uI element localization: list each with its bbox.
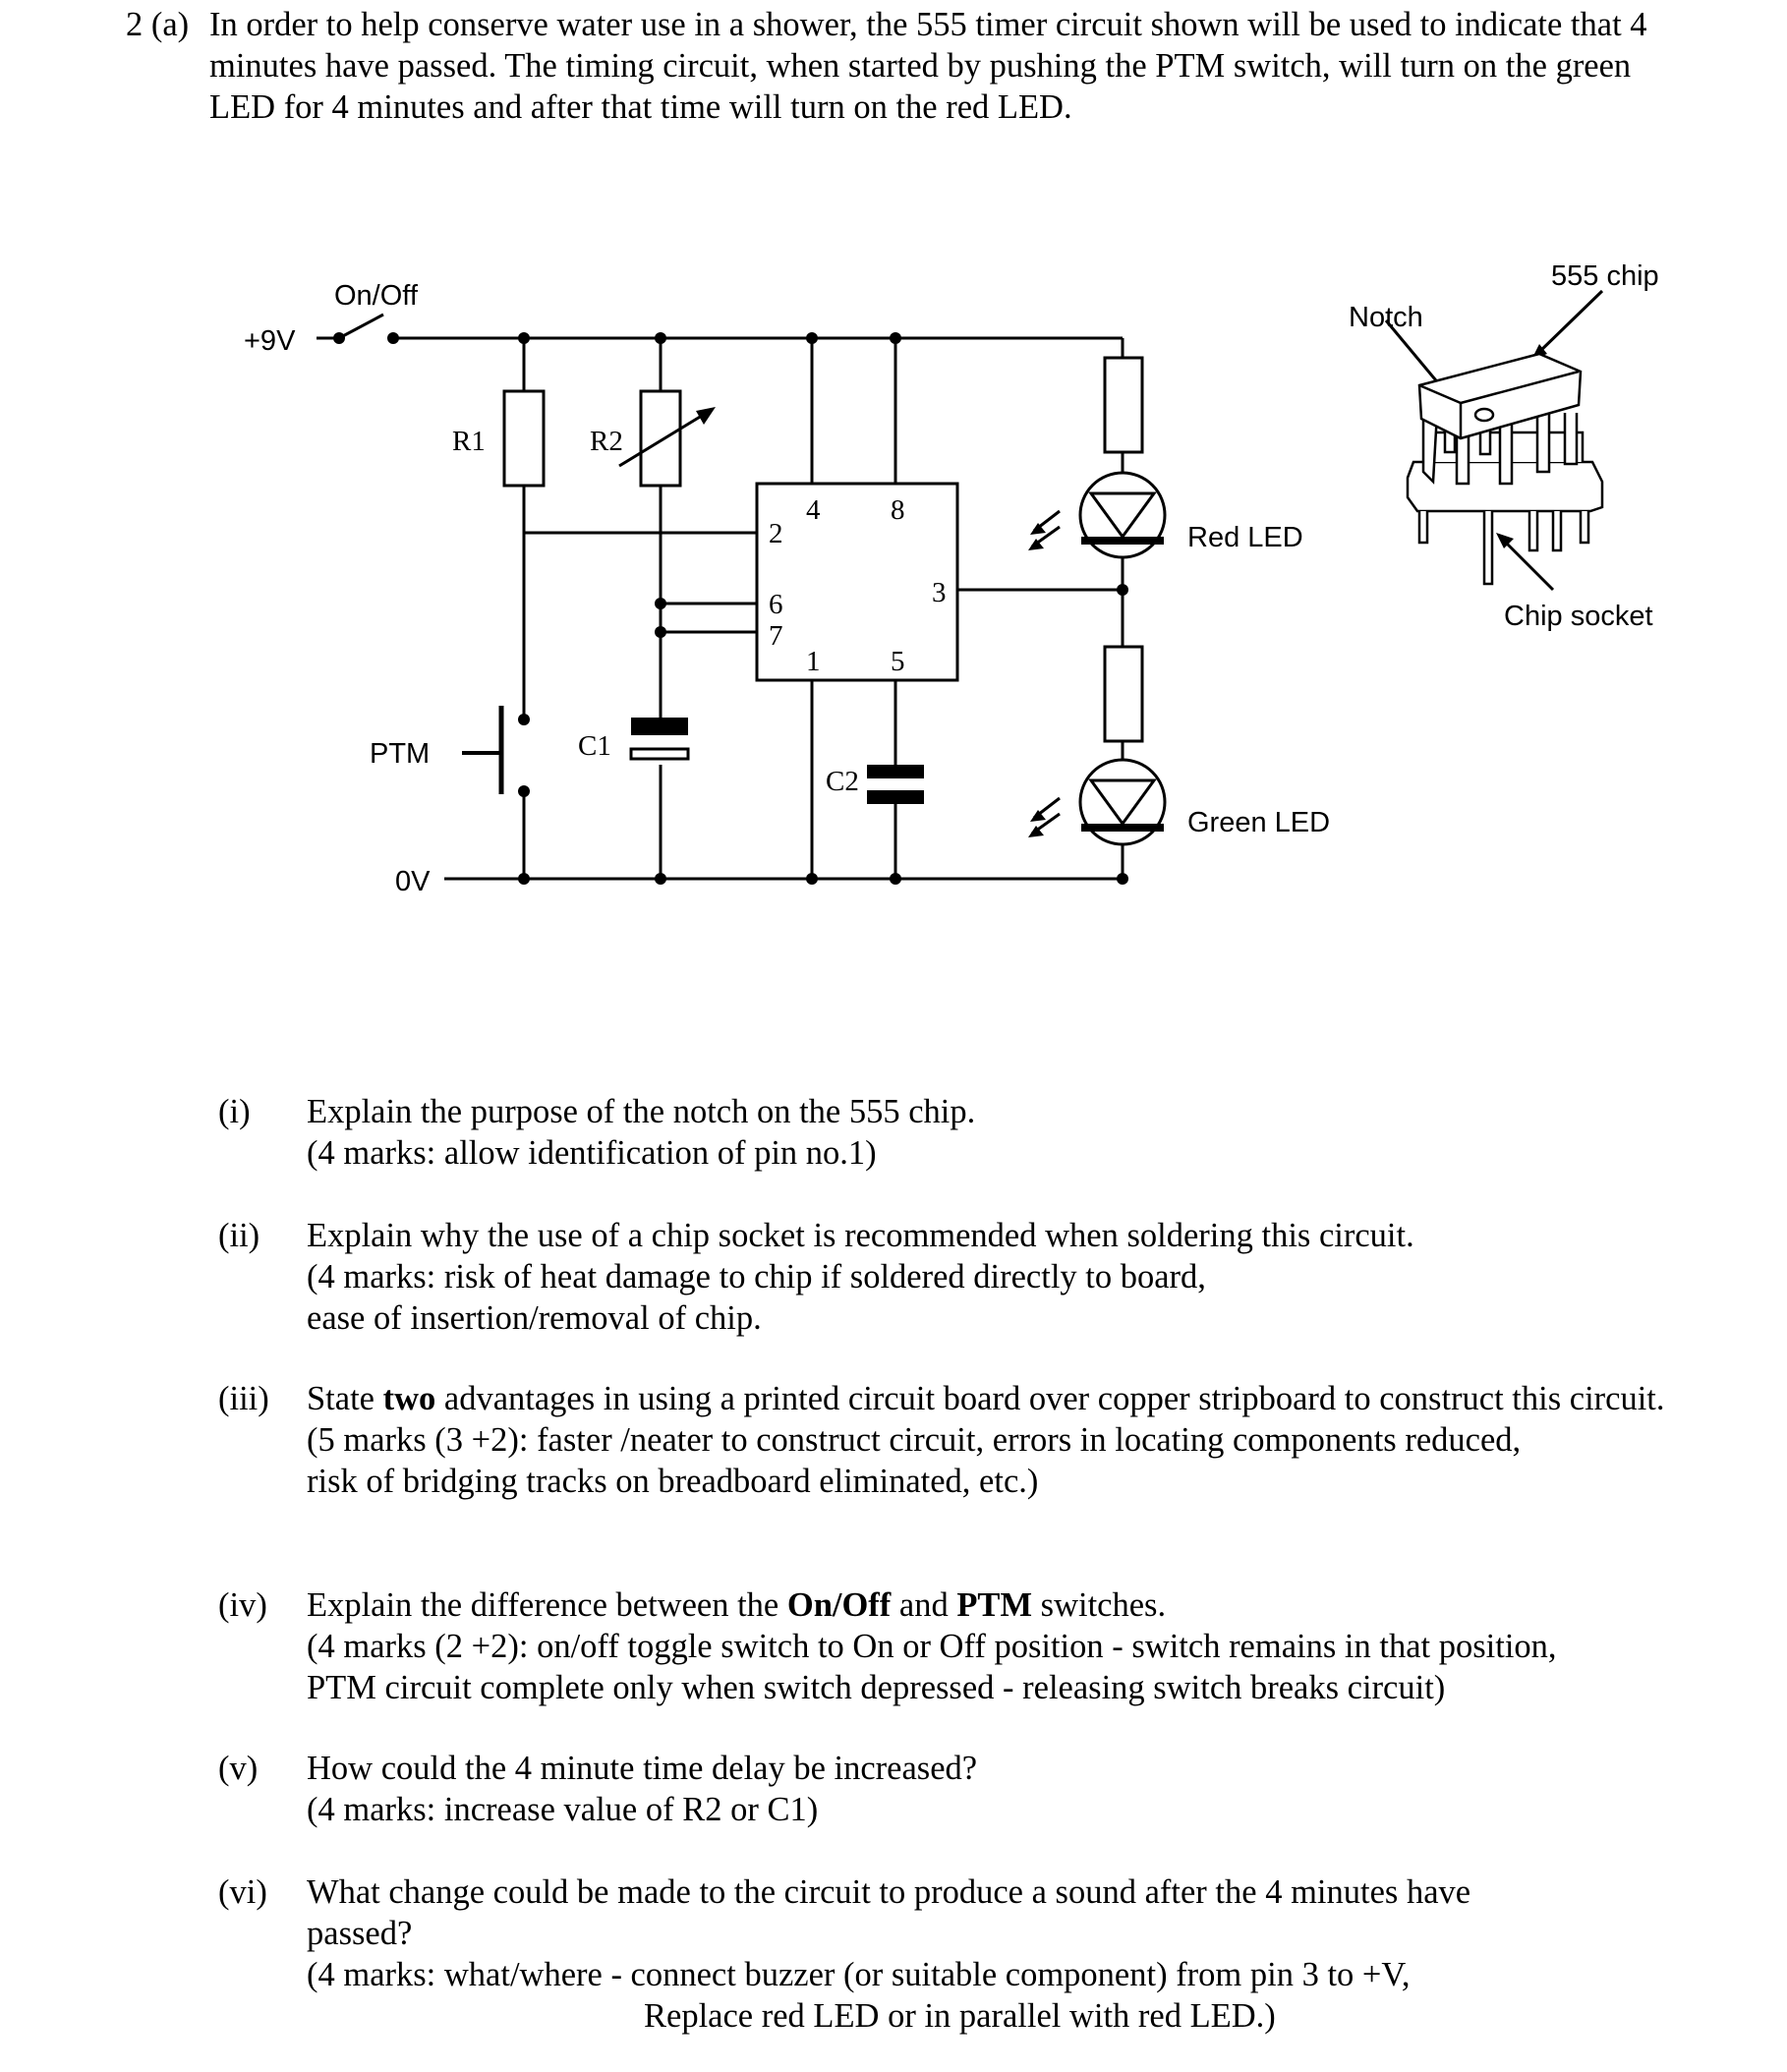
emphasis-on-off: On/Off (786, 1586, 892, 1624)
r1-label: R1 (452, 426, 486, 457)
capacitor-c1-plate (631, 718, 688, 735)
part-vi: (vi) What change could be made to the ci… (218, 1871, 1496, 2037)
pin-5-label: 5 (891, 646, 905, 677)
chip-callout-line (1535, 289, 1604, 356)
part-answer-line: risk of bridging tracks on breadboard el… (307, 1463, 1039, 1500)
pin-4-label: 4 (806, 494, 821, 526)
part-question: Explain the purpose of the notch on the … (307, 1093, 976, 1130)
part-answer-line: (4 marks (2 +2): on/off toggle switch to… (307, 1628, 1557, 1665)
part-question-text: switches. (1032, 1586, 1167, 1624)
part-question: State two advantages in using a printed … (307, 1378, 1673, 1419)
part-number: (iii) (218, 1380, 269, 1417)
part-question: How could the 4 minute time delay be inc… (307, 1750, 978, 1787)
capacitor-c2-plate-top (867, 765, 924, 778)
notch-label: Notch (1349, 302, 1423, 333)
part-question: Explain the difference between the On/Of… (307, 1584, 1673, 1626)
resistor-r2-body (639, 389, 682, 488)
emphasis-two: two (382, 1380, 436, 1417)
green-led-label: Green LED (1187, 807, 1330, 838)
part-number: (v) (218, 1750, 259, 1787)
r2-label: R2 (590, 426, 623, 457)
capacitor-c2-plate-bottom (867, 790, 924, 804)
resistor-r1-body (502, 389, 546, 488)
part-answer-line: (4 marks: allow identification of pin no… (307, 1134, 877, 1172)
notch-callout-line (1384, 319, 1447, 392)
socket-callout-line (1500, 537, 1555, 592)
pin-3-label: 3 (932, 577, 947, 608)
part-ii: (ii) Explain why the use of a chip socke… (218, 1215, 1673, 1339)
pin-6-label: 6 (769, 589, 783, 620)
part-question: Explain why the use of a chip socket is … (307, 1217, 1414, 1254)
on-off-switch-label: On/Off (334, 280, 419, 312)
question-intro-text: In order to help conserve water use in a… (209, 6, 1647, 126)
part-number: (vi) (218, 1873, 267, 1911)
pin-8-label: 8 (891, 494, 905, 526)
green-led-body (1078, 758, 1167, 846)
emphasis-ptm: PTM (956, 1586, 1033, 1624)
c2-label: C2 (826, 766, 859, 797)
part-question-text: Explain the difference between the (307, 1586, 787, 1624)
pin-1-label: 1 (806, 646, 821, 677)
red-led-body (1078, 471, 1167, 559)
part-number: (i) (218, 1093, 251, 1130)
part-iii: (iii) State two advantages in using a pr… (218, 1378, 1673, 1502)
resistor-green-led-body (1103, 645, 1144, 743)
chip-socket-label: Chip socket (1504, 601, 1653, 632)
part-answer-line: (4 marks: risk of heat damage to chip if… (307, 1258, 1206, 1295)
part-answer-line: ease of insertion/removal of chip. (307, 1299, 762, 1337)
part-question: What change could be made to the circuit… (307, 1873, 1471, 1952)
question-number: 2 (a) (126, 6, 190, 43)
chip-in-socket-illustration (1406, 352, 1604, 586)
circuit-diagram: +9V On/Off R1 R2 PTM C1 C2 0V 2 4 8 6 7 … (244, 260, 1659, 897)
part-question-text: and (891, 1586, 957, 1624)
pin-2-label: 2 (769, 518, 783, 549)
question-intro: 2 (a) In order to help conserve water us… (126, 4, 1659, 128)
part-iv: (iv) Explain the difference between the … (218, 1584, 1673, 1708)
supply-zero-label: 0V (395, 866, 431, 897)
part-v: (v) How could the 4 minute time delay be… (218, 1748, 1673, 1830)
part-answer-line: Replace red LED or in parallel with red … (644, 1997, 1276, 2035)
part-question-text: State (307, 1380, 383, 1417)
part-number: (ii) (218, 1217, 260, 1254)
part-answer-line: (4 marks: increase value of R2 or C1) (307, 1791, 819, 1828)
ptm-switch-label: PTM (370, 738, 430, 770)
555-timer-ic-body (755, 482, 959, 682)
supply-positive-label: +9V (244, 325, 296, 357)
part-answer-line: (5 marks (3 +2): faster /neater to const… (307, 1421, 1522, 1459)
part-i: (i) Explain the purpose of the notch on … (218, 1091, 1673, 1174)
red-led-label: Red LED (1187, 522, 1303, 553)
chip-label: 555 chip (1551, 260, 1659, 292)
pin-7-label: 7 (769, 620, 783, 652)
c1-label: C1 (578, 730, 611, 762)
part-question-text: advantages in using a printed circuit bo… (435, 1380, 1665, 1417)
part-number: (iv) (218, 1586, 267, 1624)
part-answer-line: (4 marks: what/where - connect buzzer (o… (307, 1956, 1411, 1993)
on-off-switch-lever (338, 313, 384, 340)
part-answer-line: PTM circuit complete only when switch de… (307, 1669, 1446, 1706)
resistor-red-led-body (1103, 356, 1144, 454)
